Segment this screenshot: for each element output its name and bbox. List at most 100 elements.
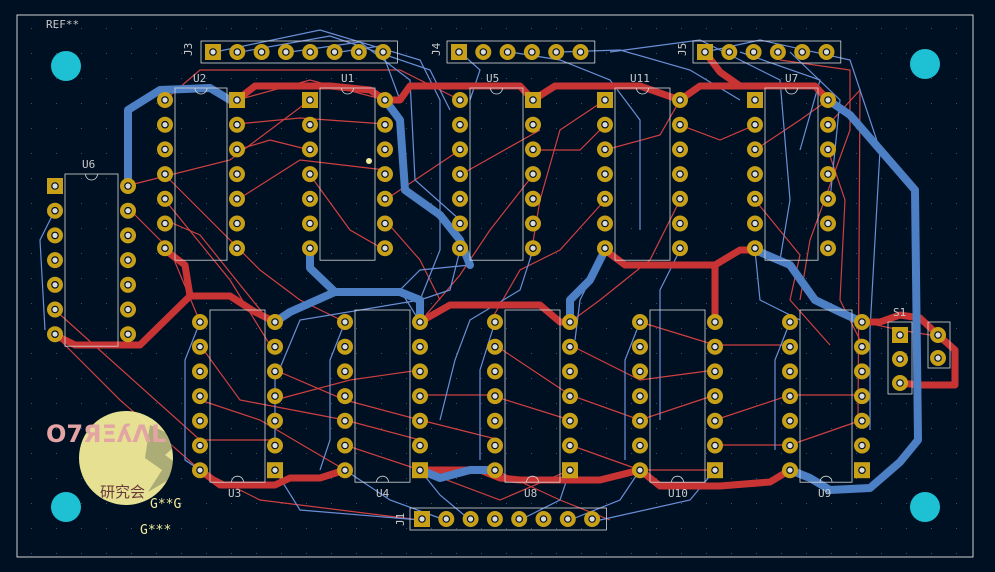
ic-u2 xyxy=(174,87,228,261)
ic-u11-pin xyxy=(672,240,688,257)
ic-u5 xyxy=(469,87,524,261)
ref-label: REF** xyxy=(46,18,79,31)
ic-u6-pin xyxy=(120,276,136,293)
ic-u8-pin xyxy=(562,412,578,429)
ic-u1-pin xyxy=(377,166,393,183)
header-j1-pin xyxy=(535,511,552,527)
ic-u8-pin xyxy=(562,462,578,479)
ic-u10-pin xyxy=(632,338,648,355)
logo-text: O7ЯΞʎɅL xyxy=(46,420,166,448)
footprints xyxy=(47,40,951,531)
header-j5-pin xyxy=(769,44,786,60)
mounting-holes xyxy=(51,49,940,522)
ic-u8-pin xyxy=(487,462,503,479)
ic-u4-pin xyxy=(337,437,353,454)
ic-u4-pin xyxy=(412,412,428,429)
ic-u7-pin xyxy=(820,116,836,133)
ic-u10 xyxy=(649,309,706,483)
ic-u2-pin xyxy=(229,240,245,257)
ref-j4: J4 xyxy=(430,42,443,56)
ic-u5-pin xyxy=(525,141,541,158)
ic-u5-pin xyxy=(525,240,541,257)
ic-u7-pin xyxy=(747,92,763,108)
ic-u4-pin xyxy=(412,462,428,479)
ic-u8-pin xyxy=(487,314,503,330)
ic-u2-pin xyxy=(157,240,173,257)
switch-pin xyxy=(892,327,908,343)
ref-u7: U7 xyxy=(785,72,798,85)
ic-refs: U2 U1 U5 U11 U7 U6 U3 U4 U8 U10 U9 J3 J4… xyxy=(82,42,906,526)
ic-u4-pin xyxy=(412,314,428,330)
ic-u1-pin xyxy=(377,92,393,108)
ic-u10-pin xyxy=(707,314,723,330)
ic-u11-pin xyxy=(672,166,688,183)
ic-u7-pin xyxy=(820,240,836,257)
ic-u5-pin xyxy=(452,240,468,257)
ic-u11-pin xyxy=(672,116,688,133)
ref-u6: U6 xyxy=(82,158,95,171)
ref-u5: U5 xyxy=(486,72,499,85)
header-j5-pin xyxy=(794,44,811,60)
ic-u4-pin xyxy=(412,338,428,355)
ic-u10-pin xyxy=(707,338,723,355)
ic-u6-pin xyxy=(120,178,136,194)
ic-u10-pin xyxy=(707,363,723,380)
ic-u2-pin xyxy=(157,166,173,183)
ic-u11-pin xyxy=(597,190,613,207)
ic-u3-pin xyxy=(267,412,283,429)
ic-u5-pin xyxy=(452,215,468,232)
ic-u9-pin xyxy=(782,388,798,405)
logo: O7ЯΞʎɅL 研究会 G**G G*** xyxy=(46,411,185,538)
header-j3-pin xyxy=(350,44,367,60)
ic-u6-pin xyxy=(47,326,63,343)
ref-u8: U8 xyxy=(524,487,537,500)
ic-u6-pin xyxy=(47,202,63,219)
ic-u10-pin xyxy=(707,388,723,405)
ic-u1-pin xyxy=(377,141,393,158)
ic-u2-pin xyxy=(229,190,245,207)
ic-u2-pin xyxy=(229,215,245,232)
header-j1-pin xyxy=(584,511,601,527)
ic-u9-pin xyxy=(854,388,870,405)
header-j3-pin xyxy=(277,44,294,60)
ic-u8-pin xyxy=(487,437,503,454)
header-j3-pin xyxy=(375,44,392,60)
ic-u9-pin xyxy=(854,338,870,355)
via xyxy=(366,158,372,164)
ic-u3 xyxy=(209,309,266,483)
ic-u9-pin xyxy=(782,412,798,429)
board-outline xyxy=(16,14,974,558)
ic-u3-pin xyxy=(267,437,283,454)
logo-bolt xyxy=(145,425,185,492)
ref-u10: U10 xyxy=(668,487,688,500)
ic-u11-pin xyxy=(597,215,613,232)
ic-u4-pin xyxy=(412,363,428,380)
ic-u11-pin xyxy=(597,166,613,183)
header-j4-pin xyxy=(523,44,540,60)
ref-u9: U9 xyxy=(818,487,831,500)
ref-j3: J3 xyxy=(182,43,195,56)
ic-u10-pin xyxy=(707,437,723,454)
ic-u5-pin xyxy=(525,166,541,183)
ic-u4-pin xyxy=(337,462,353,479)
ic-u5-pin xyxy=(452,92,468,108)
header-j5-pin xyxy=(745,44,762,60)
ic-u10-pin xyxy=(632,437,648,454)
header-j4 xyxy=(446,40,596,64)
ic-u3-pin xyxy=(192,338,208,355)
ic-u7-pin xyxy=(820,141,836,158)
ref-s1: S1 xyxy=(893,306,906,319)
ic-u7-pin xyxy=(747,166,763,183)
ic-u1-pin xyxy=(302,141,318,158)
ic-u2-pin xyxy=(157,141,173,158)
ic-u8-pin xyxy=(487,338,503,355)
ic-u10-pin xyxy=(632,462,648,479)
ic-u9-pin xyxy=(854,462,870,479)
header-j5-pin xyxy=(721,44,738,60)
power-traces-front xyxy=(51,48,959,490)
ic-u9-pin xyxy=(782,338,798,355)
switch-s1[interactable] xyxy=(887,321,951,395)
ic-u8-pin xyxy=(487,388,503,405)
ic-u5-pin xyxy=(452,141,468,158)
